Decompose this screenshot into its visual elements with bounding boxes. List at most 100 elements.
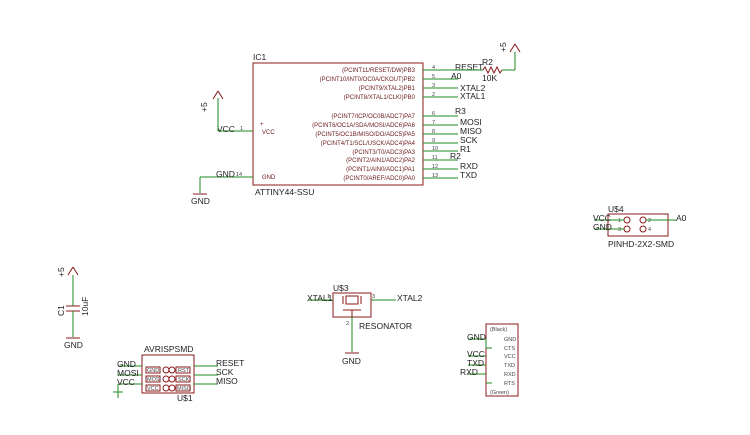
u4-a0-net: A0 — [676, 213, 687, 223]
svg-text:9: 9 — [432, 138, 435, 144]
svg-text:12: 12 — [432, 164, 438, 170]
u1-pin-label: RST — [178, 368, 190, 374]
r2-lower-label: R2 — [450, 151, 461, 161]
svg-text:(PCINT10/INT0/OC0A/CKOUT)PB2: (PCINT10/INT0/OC0A/CKOUT)PB2 — [320, 77, 416, 83]
u1-miso-net: MISO — [216, 376, 238, 386]
u1-value: AVRISPSMD — [144, 344, 193, 354]
u1-pad — [162, 366, 170, 374]
u3-crystal — [345, 295, 359, 305]
net-sck: SCK — [460, 135, 478, 145]
ic1-vcc-net: VCC — [217, 124, 235, 134]
svg-text:(PCINT11/RESET/DW)PB3: (PCINT11/RESET/DW)PB3 — [342, 68, 416, 74]
c1-supply-label: +5 — [56, 267, 66, 277]
u4-pin-number: 2 — [648, 218, 651, 224]
ic1-body — [252, 62, 424, 186]
net-miso: MISO — [460, 126, 482, 136]
svg-text:(PCINT9/XTAL2)PB1: (PCINT9/XTAL2)PB1 — [359, 86, 416, 92]
ftdi-pin-label: RTS — [504, 381, 515, 387]
u1-name: U$1 — [177, 393, 193, 403]
r3-label: R3 — [455, 106, 466, 116]
u1-mosi-net: MOSI — [117, 368, 139, 378]
c1-capacitor: +5 GND — [56, 266, 83, 350]
ftdi-pin-label: VCC — [504, 354, 516, 360]
ic1-supply-symbol: +5 — [199, 90, 224, 131]
u4-body — [607, 213, 669, 237]
u1-pad — [162, 375, 170, 383]
svg-text:(PCINT2/AIN1/ADC2)PA2: (PCINT2/AIN1/ADC2)PA2 — [346, 158, 416, 164]
c1-ground-label: GND — [64, 340, 83, 350]
ftdi-top-label: (Black) — [490, 327, 507, 333]
u1-pin-label: MOSI — [147, 377, 162, 383]
ic1-value: ATTINY44-SSU — [255, 187, 314, 197]
ic1-vcc-dot: + — [260, 122, 264, 128]
svg-text:7: 7 — [432, 120, 435, 126]
svg-text:4: 4 — [432, 65, 435, 71]
u4-pin-number: 4 — [648, 227, 651, 233]
ftdi-body — [485, 323, 519, 397]
u1-vcc-net: VCC — [117, 377, 135, 387]
u1-body — [141, 354, 195, 394]
u1-pin-label: GND — [147, 368, 159, 374]
u3-ground-label: GND — [342, 356, 361, 366]
u1-pin-label: MISO — [177, 386, 192, 392]
u3-pin-number: 2 — [346, 321, 349, 327]
u1-pad — [168, 375, 176, 383]
u4-pad-2 — [639, 216, 647, 224]
svg-text:5: 5 — [432, 74, 435, 80]
u3-name: U$3 — [333, 283, 349, 293]
r2-value: 10K — [482, 73, 497, 83]
svg-text:10: 10 — [432, 146, 438, 152]
u3-pin-number: 1 — [327, 294, 330, 300]
u4-value: PINHD-2X2-SMD — [608, 239, 674, 249]
u4-pad-3 — [623, 225, 631, 233]
ftdi-pin-label: RXD — [504, 372, 516, 378]
svg-text:(PCINT5/OC1B/MISO/DO/ADC5)PA5: (PCINT5/OC1B/MISO/DO/ADC5)PA5 — [315, 132, 415, 138]
ic1-pin: (PCINT8/XTAL1/CLKI)PB0 2 XTAL1 — [344, 91, 486, 101]
net-xtal1: XTAL1 — [460, 91, 486, 101]
r2-supply-label: +5 — [498, 42, 508, 52]
svg-text:6: 6 — [432, 111, 435, 117]
u1-pad — [162, 384, 170, 392]
ftdi-txd-net: TXD — [467, 358, 484, 368]
u4-pin-number: 1 — [618, 218, 621, 224]
ic1-gnd-net: GND — [216, 169, 235, 179]
net-xtal2: XTAL2 — [460, 83, 486, 93]
u4-pad-4 — [639, 225, 647, 233]
ic1-pin: (PCINT10/INT0/OC0A/CKOUT)PB2 5 A0 — [320, 71, 462, 83]
u4-gnd-net: GND — [593, 222, 612, 232]
ftdi-vcc-net: VCC — [467, 349, 485, 359]
u1-pin-label: VCC — [147, 386, 159, 392]
net-a0: A0 — [451, 71, 462, 81]
net-r1: R1 — [460, 144, 471, 154]
svg-text:(PCINT1/AIN0/ADC1)PA1: (PCINT1/AIN0/ADC1)PA1 — [346, 167, 416, 173]
u1-pin-label: SCK — [178, 377, 190, 383]
u1-pad — [168, 366, 176, 374]
u3-value: RESONATOR — [359, 321, 412, 331]
svg-text:(PCINT4/T1/SCL/USCK/ADC4)PA4: (PCINT4/T1/SCL/USCK/ADC4)PA4 — [321, 141, 416, 147]
u1-sck-net: SCK — [216, 367, 234, 377]
svg-text:3: 3 — [432, 83, 435, 89]
ic1-gnd-pin-label: GND — [262, 175, 276, 181]
u3-xtal2-net: XTAL2 — [397, 293, 423, 303]
u3-pin-number: 3 — [372, 294, 375, 300]
svg-text:(PCINT8/XTAL1/CLKI)PB0: (PCINT8/XTAL1/CLKI)PB0 — [344, 95, 416, 101]
svg-text:(PCINT6/OC1A/SDA/MOSI/ADC6)PA6: (PCINT6/OC1A/SDA/MOSI/ADC6)PA6 — [312, 123, 416, 129]
net-rxd: RXD — [460, 161, 478, 171]
u1-reset-net: RESET — [216, 358, 244, 368]
ic1-pin: (PCINT9/XTAL2)PB1 3 XTAL2 — [359, 83, 486, 93]
c1-value: 10uF — [80, 297, 90, 316]
svg-text:2: 2 — [432, 92, 435, 98]
u4-name: U$4 — [608, 204, 624, 214]
ic1-pin: (PCINT4/T1/SCL/USCK/ADC4)PA4 9 SCK — [321, 135, 478, 147]
ic1-name: IC1 — [253, 52, 267, 62]
r2-name: R2 — [482, 57, 493, 67]
c1-name: C1 — [56, 305, 66, 316]
